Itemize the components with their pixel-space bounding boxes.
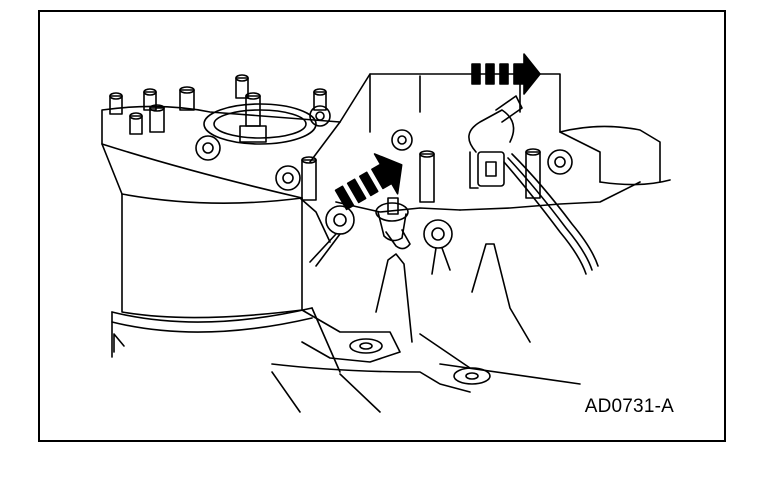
bolt	[109, 92, 123, 115]
bolt-large	[239, 92, 267, 143]
wiring-harness	[468, 95, 599, 275]
bolt	[235, 74, 249, 99]
case-flange	[299, 181, 641, 275]
callout-arrow-right	[471, 53, 541, 95]
lower-case	[271, 243, 581, 413]
speed-sensor	[375, 197, 411, 250]
bolt	[419, 150, 435, 203]
bolt	[149, 104, 165, 133]
transmission-illustration	[101, 53, 671, 413]
bolts	[109, 74, 541, 203]
bolt	[179, 86, 195, 111]
figure-frame: AD0731-A	[38, 10, 726, 442]
callout-arrow-center	[334, 153, 403, 211]
bolt	[129, 112, 143, 135]
case-top	[101, 73, 671, 199]
figure-code: AD0731-A	[584, 396, 674, 417]
cylindrical-housing	[111, 193, 341, 373]
bolt	[313, 88, 327, 111]
bolt	[301, 156, 317, 201]
